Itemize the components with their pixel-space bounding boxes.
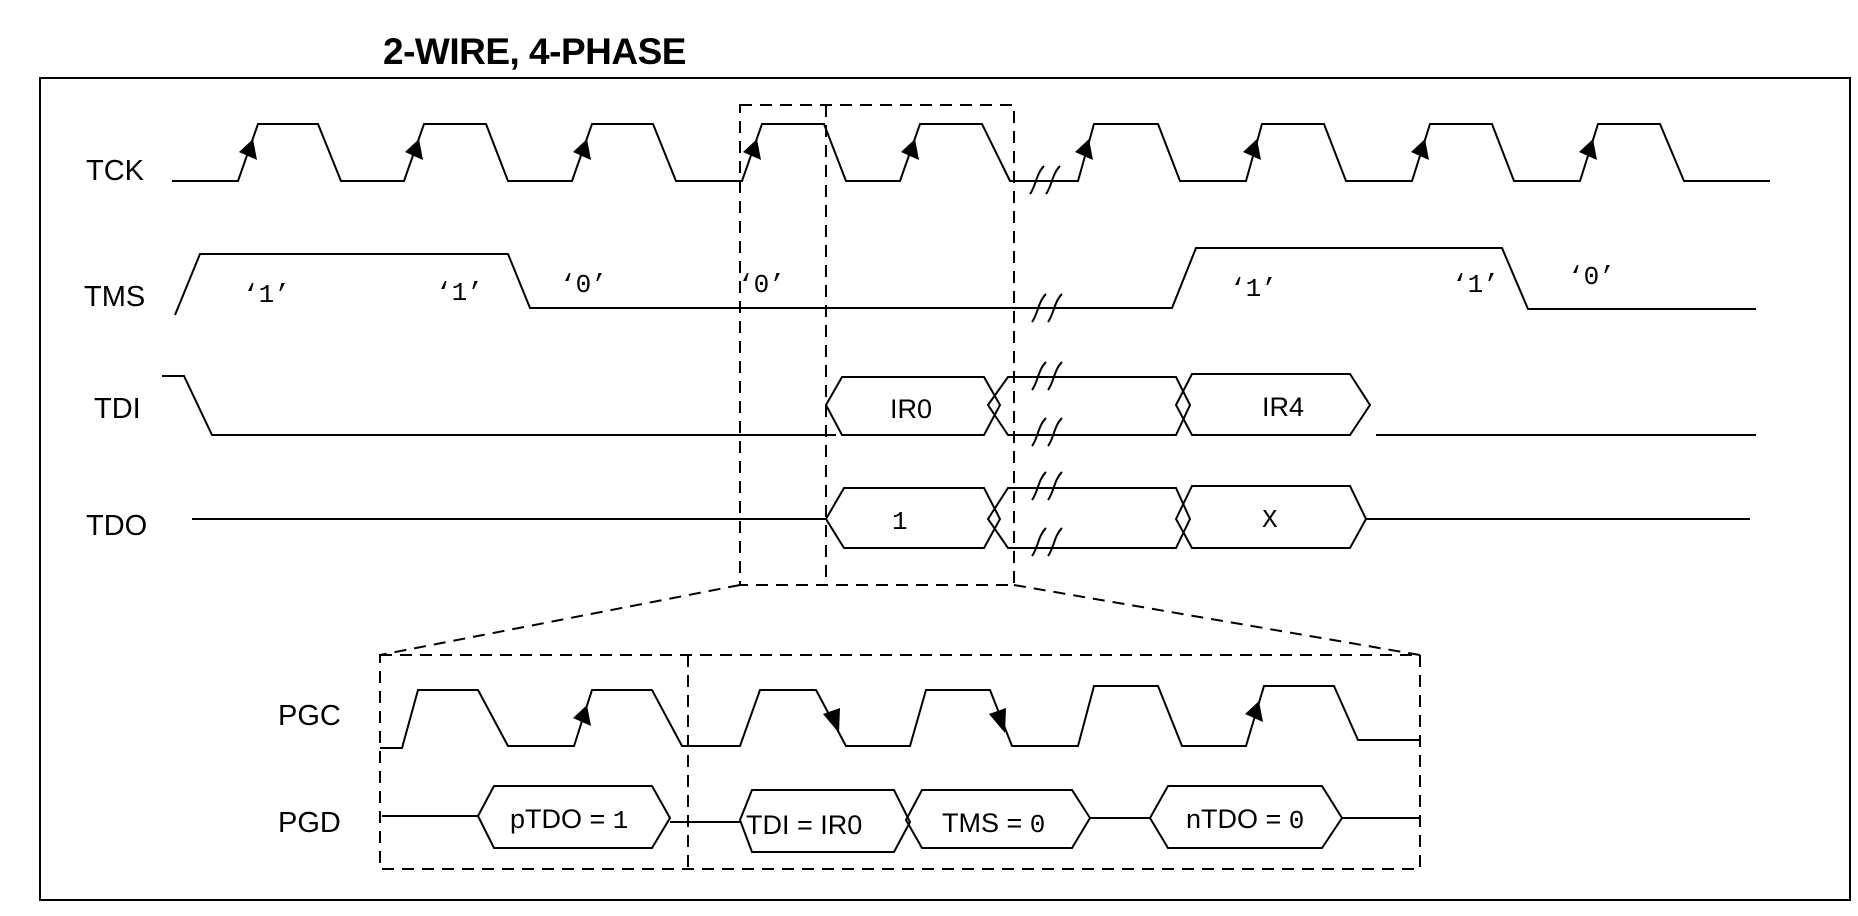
pgc-label: PGC	[278, 700, 341, 732]
pgc-rising-arrow-2	[1245, 701, 1263, 722]
tck-rising-arrow-5	[901, 139, 919, 160]
pgd-ntdo-segment	[1148, 785, 1344, 849]
tck-rising-arrow-2	[405, 139, 423, 160]
pgc-falling-arrow-1	[823, 708, 840, 733]
tms-value-3: ‘0’	[560, 270, 607, 300]
pgc-falling-arrow-2	[989, 708, 1006, 733]
pgd-tms-label: TMS =	[942, 808, 1030, 838]
zoom-line-left	[379, 584, 741, 656]
tdo-waveform: 1 X	[192, 471, 1750, 557]
tdi-waveform: IR0 IR4	[162, 361, 1756, 447]
pgd-tdi-text: TDI = IR0	[746, 810, 862, 840]
tck-rising-arrow-3	[573, 139, 591, 160]
diagram-title: 2-WIRE, 4-PHASE	[383, 31, 686, 72]
pgd-ptdo-value: 1	[613, 806, 629, 836]
tms-value-6: ‘1’	[1452, 270, 1499, 300]
tck-rising-arrow-9	[1579, 139, 1597, 160]
pgd-tdi-segment	[738, 789, 912, 853]
zoom-window-outer	[739, 104, 1015, 586]
pgc-waveform	[380, 685, 1420, 749]
tms-label: TMS	[84, 281, 145, 313]
pgd-ntdo-text: nTDO = 0	[1186, 804, 1304, 836]
tck-rising-arrow-7	[1243, 139, 1261, 160]
pgd-waveform: pTDO = 1 TDI = IR0 TMS = 0 nTDO = 0	[382, 785, 1420, 853]
tms-waveform: ‘1’ ‘1’ ‘0’ ‘0’ ‘1’ ‘1’ ‘0’	[174, 247, 1756, 323]
tms-value-5: ‘1’	[1230, 274, 1277, 304]
tdo-label: TDO	[86, 510, 147, 542]
tck-label: TCK	[86, 155, 145, 187]
tms-value-1: ‘1’	[243, 280, 290, 310]
tdo-first-segment	[824, 487, 1002, 549]
tdo-second-segment	[1174, 485, 1368, 549]
tdi-ir4-segment	[1174, 373, 1372, 436]
tdi-ir4-label: IR4	[1262, 392, 1304, 422]
pgd-ptdo-label: pTDO =	[510, 804, 613, 834]
pgd-tms-value: 0	[1030, 810, 1046, 840]
tck-break-mark	[1029, 165, 1061, 195]
tdo-break-mark	[1031, 471, 1063, 557]
tdo-gap-segment	[986, 487, 1192, 549]
diagram-frame	[39, 77, 1851, 901]
pgd-tms-text: TMS = 0	[942, 808, 1045, 840]
tdi-label: TDI	[94, 393, 141, 425]
tdi-break-mark	[1031, 361, 1063, 447]
tck-waveform	[172, 123, 1770, 195]
tck-rising-arrow-6	[1075, 139, 1093, 160]
tdi-ir0-segment	[824, 376, 1002, 436]
tck-rising-arrow-8	[1411, 139, 1429, 160]
pgd-ptdo-segment	[476, 785, 672, 849]
pgc-rising-arrow-1	[573, 705, 591, 726]
tdo-second-value: X	[1262, 505, 1278, 535]
pgd-ntdo-value: 0	[1289, 806, 1305, 836]
tms-break-mark	[1031, 293, 1063, 323]
tms-value-4: ‘0’	[738, 270, 785, 300]
tdi-gap-segment	[986, 376, 1192, 436]
pgd-tms-segment	[904, 789, 1092, 849]
expanded-detail-box	[379, 654, 1421, 870]
tck-rising-arrow-4	[743, 139, 761, 160]
pgd-ntdo-label: nTDO =	[1186, 804, 1289, 834]
pgd-ptdo-text: pTDO = 1	[510, 804, 628, 836]
tms-value-7: ‘0’	[1568, 262, 1615, 292]
zoom-line-right	[1013, 584, 1421, 656]
pgd-label: PGD	[278, 807, 341, 839]
tms-value-2: ‘1’	[436, 278, 483, 308]
tck-rising-arrow-1	[239, 139, 257, 160]
zoom-indicator	[379, 104, 1421, 870]
tdi-ir0-label: IR0	[890, 394, 932, 424]
tdo-first-value: 1	[892, 507, 908, 537]
